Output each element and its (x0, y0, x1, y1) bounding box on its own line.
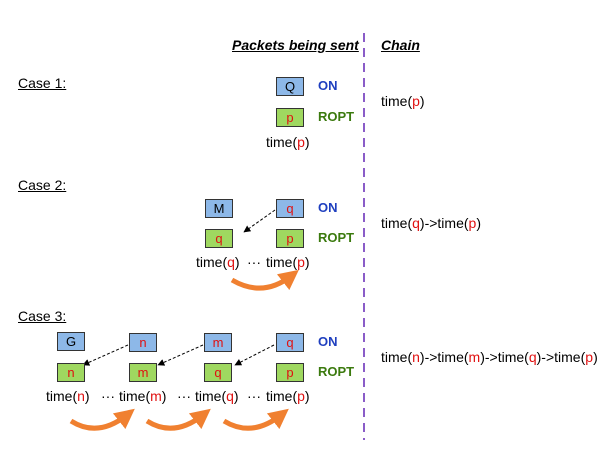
orange-arrow (69, 408, 135, 431)
ellipsis: ··· (177, 388, 191, 404)
chain-text: time(p) (381, 93, 425, 109)
dashed-arrow (157, 344, 204, 366)
on-packet-box: q (276, 333, 304, 352)
case-3-label: Case 3: (18, 308, 67, 324)
ropt-packet-box: m (129, 363, 157, 382)
time-label: time(q) (196, 254, 240, 270)
orange-arrow (230, 269, 299, 291)
time-label: time(p) (266, 254, 310, 270)
ropt-packet-box: q (204, 363, 232, 382)
packets-header: Packets being sent (232, 37, 359, 53)
ropt-packet-box: p (276, 108, 304, 127)
chain-header: Chain (381, 37, 420, 53)
on-label: ON (318, 78, 338, 93)
on-label: ON (318, 334, 338, 349)
time-label: time(q) (195, 388, 239, 404)
chain-text: time(q)->time(p) (381, 215, 482, 231)
ropt-label: ROPT (318, 109, 355, 124)
dashed-arrow (82, 344, 129, 366)
orange-arrow (145, 408, 211, 431)
ellipsis: ··· (101, 388, 115, 404)
ellipsis: ··· (247, 254, 261, 270)
dashed-arrow (234, 344, 275, 366)
ropt-label: ROPT (318, 364, 355, 379)
ellipsis: ··· (247, 388, 261, 404)
case-2-label: Case 2: (18, 177, 67, 193)
on-packet-box: G (57, 332, 85, 351)
on-packet-box: n (129, 333, 157, 352)
case-1-label: Case 1: (18, 75, 67, 91)
on-packet-box: Q (276, 77, 304, 96)
chain-text: time(n)->time(m)->time(q)->time(p) (381, 349, 598, 365)
ropt-packet-box: p (276, 229, 304, 248)
time-label: time(n) (46, 388, 90, 404)
orange-arrow (222, 408, 289, 431)
on-packet-box: M (205, 199, 233, 218)
ropt-label: ROPT (318, 230, 355, 245)
ropt-packet-box: p (276, 363, 304, 382)
on-packet-box: m (204, 333, 232, 352)
time-label: time(p) (266, 388, 310, 404)
ropt-packet-box: q (205, 229, 233, 248)
time-label: time(p) (266, 134, 310, 150)
on-label: ON (318, 200, 338, 215)
dashed-arrow (243, 209, 276, 233)
on-packet-box: q (276, 199, 304, 218)
ropt-packet-box: n (57, 363, 85, 382)
time-label: time(m) (119, 388, 167, 404)
